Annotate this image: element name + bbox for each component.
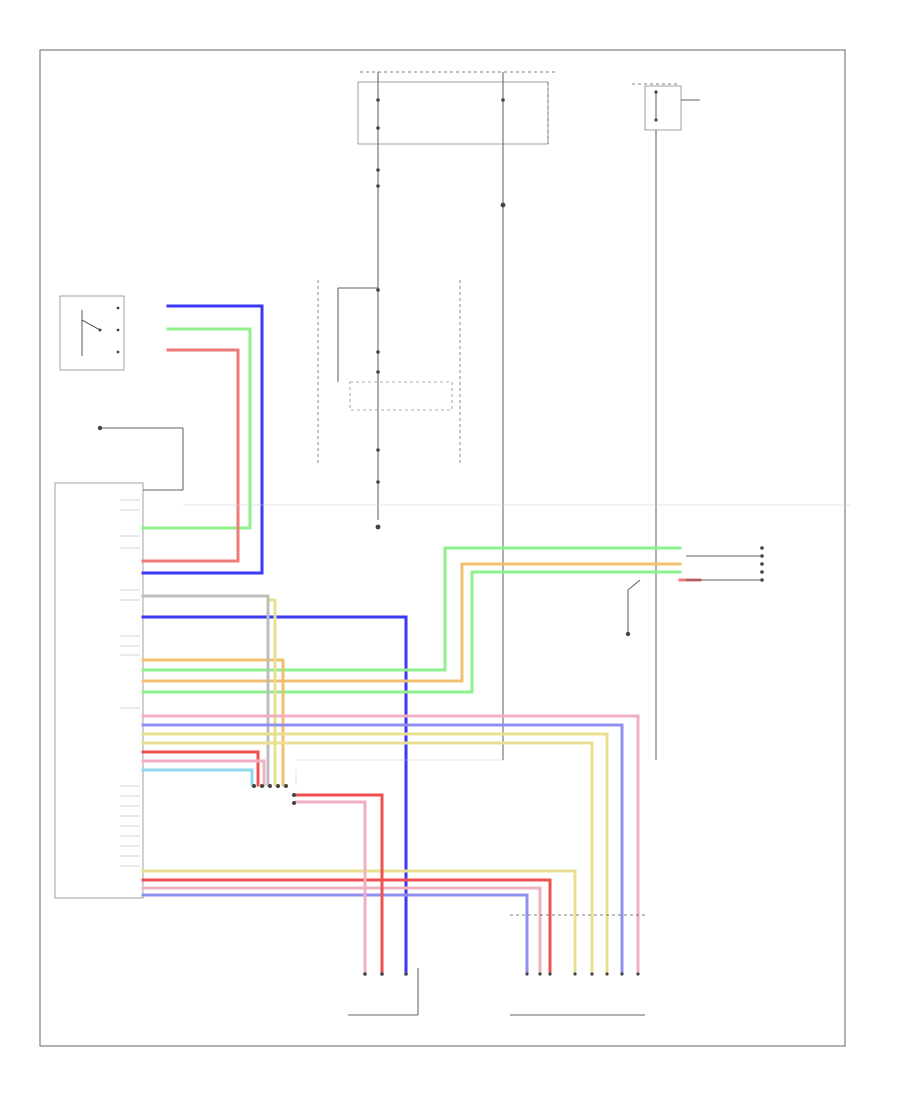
connector-pin (760, 570, 764, 574)
connector-pin (380, 972, 384, 976)
wire-red-connector (294, 793, 384, 974)
connector-pin (284, 784, 288, 788)
relay-symbol (644, 85, 682, 131)
wire-green-switch (141, 327, 252, 530)
wire-red-switch (141, 348, 240, 563)
guide-lines (183, 504, 850, 785)
wire-blue-br (141, 723, 624, 974)
connector-pin (548, 972, 552, 976)
wire-blue-lower (141, 893, 529, 974)
connector-pin (116, 328, 120, 332)
connector-pin (760, 562, 764, 566)
wire-pink-connector (294, 800, 367, 974)
wire-yellow-lower (141, 869, 577, 974)
connector-pin (654, 118, 658, 122)
connector-pin (252, 784, 256, 788)
wire-blue-connector (141, 615, 408, 974)
wire-green-sensor-1 (141, 546, 682, 672)
connector-pin (268, 784, 272, 788)
right-sensor (760, 546, 764, 582)
connector-pin (292, 793, 296, 797)
connector-pin (376, 480, 380, 484)
wire-pink-lower (141, 886, 542, 974)
diagram-frame (39, 49, 846, 1047)
wire-orange-sensor (141, 562, 682, 683)
wire-orange-junction (141, 658, 285, 787)
connector-pin (636, 972, 640, 976)
connector-pin (525, 972, 529, 976)
connector-pin (116, 350, 120, 354)
wire-gray-junction (141, 594, 270, 787)
connector-pin (590, 972, 594, 976)
pin-list (120, 499, 140, 867)
connector-pin (376, 350, 380, 354)
junction-connector (252, 784, 296, 805)
connector-pin (605, 972, 609, 976)
connector-pin (292, 801, 296, 805)
connector-pin (376, 168, 380, 172)
wire-red-lower (141, 878, 552, 974)
combination-meter-box (349, 381, 453, 411)
connector-pin (116, 306, 120, 310)
wire-yellow2-br (141, 741, 594, 974)
connector-pin (654, 90, 658, 94)
connector-pin (376, 288, 380, 292)
ground-symbol (375, 524, 381, 530)
wire-yellow-junction (268, 598, 277, 787)
wire-yellow-br (141, 732, 609, 974)
connector-pin (760, 578, 764, 582)
connector-pin (376, 448, 380, 452)
connector-pin (376, 370, 380, 374)
wire-green-sensor-2 (141, 570, 682, 694)
connector-pin (276, 784, 280, 788)
ground-symbol (97, 425, 103, 431)
connector-pin (376, 126, 380, 130)
connector-pin (573, 972, 577, 976)
ground-symbol (625, 631, 631, 637)
connector-pin (760, 554, 764, 558)
fuse-symbol (376, 98, 380, 102)
wire-light-blue-junction (141, 768, 254, 787)
relay-section (632, 83, 700, 760)
switch-block (59, 295, 125, 371)
wire-light-pink-br (141, 714, 640, 974)
wire-red-br (141, 750, 260, 787)
connector-pin (260, 784, 264, 788)
fuse-block (357, 81, 549, 145)
connector-pin (404, 972, 408, 976)
bottom-connector (348, 968, 419, 1016)
connector-pin (760, 546, 764, 550)
connector-pin (620, 972, 624, 976)
bottom-right-connector (510, 914, 645, 1016)
wire-pink-junction (141, 759, 266, 787)
fuse-symbol (501, 98, 505, 102)
switch-symbol (98, 328, 102, 332)
connector-pin (538, 972, 542, 976)
control-unit (54, 425, 184, 899)
colored-wires (141, 304, 760, 974)
power-supply-section (317, 71, 555, 760)
connector-pin (363, 972, 367, 976)
connector-pin (376, 184, 380, 188)
wire-blue-switch (141, 304, 264, 575)
connector-pin (500, 202, 506, 208)
